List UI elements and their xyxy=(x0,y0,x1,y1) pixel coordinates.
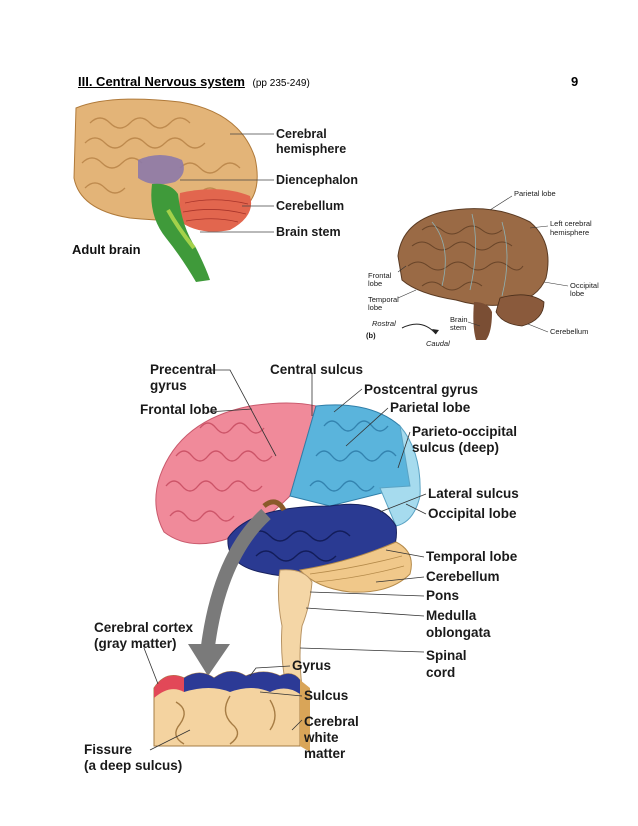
label-temporal-photo: Temporal xyxy=(368,295,399,304)
label-cerebellum: Cerebellum xyxy=(276,199,344,213)
label-cerebral: Cerebral xyxy=(276,127,327,141)
label-medulla: Medulla xyxy=(426,608,477,623)
label-postcentral: Postcentral gyrus xyxy=(364,382,478,397)
cerebellum-lobes-shape xyxy=(299,541,412,593)
cerebellum-shape xyxy=(178,189,252,232)
label-deep-sulcus: (a deep sulcus) xyxy=(84,758,182,773)
label-spinal: Spinal xyxy=(426,648,467,663)
label-pons: Pons xyxy=(426,588,459,603)
label-sulcus: Sulcus xyxy=(304,688,348,703)
label-oblongata: oblongata xyxy=(426,625,491,640)
label-fissure: Fissure xyxy=(84,742,133,757)
label-left-cerebral: Left cerebral xyxy=(550,219,592,228)
label-precentral: Precentral xyxy=(150,362,216,377)
page-number: 9 xyxy=(571,74,579,89)
section-title: III. Central Nervous system xyxy=(78,74,245,89)
page-range: (pp 235-249) xyxy=(252,78,310,89)
label-parieto-occipital: Parieto-occipital xyxy=(412,424,517,439)
label-white: white xyxy=(303,730,339,745)
label-cerebellum-lobes: Cerebellum xyxy=(426,569,500,584)
label-occipital-lobe: Occipital lobe xyxy=(428,506,517,521)
label-left-hemisphere: hemisphere xyxy=(550,228,589,237)
diencephalon-shape xyxy=(138,155,184,185)
label-brain-photo: Brain xyxy=(450,315,468,324)
label-temporal-photo-2: lobe xyxy=(368,303,382,312)
label-cerebellum-photo: Cerebellum xyxy=(550,327,588,336)
label-frontal-lobe: Frontal lobe xyxy=(140,402,218,417)
label-rostral: Rostral xyxy=(372,319,396,328)
label-occipital-photo: Occipital xyxy=(570,281,599,290)
label-matter: matter xyxy=(304,746,346,761)
page-header: III. Central Nervous system (pp 235-249) xyxy=(78,74,310,89)
brainstem-lobes-shape xyxy=(277,569,313,687)
zoom-arrow xyxy=(188,644,230,676)
label-caudal: Caudal xyxy=(426,339,450,348)
label-cerebral-cortex: Cerebral cortex xyxy=(94,620,194,635)
frontal-lobe-shape xyxy=(155,402,317,545)
brain-photo-shape xyxy=(397,208,549,306)
label-hemisphere: hemisphere xyxy=(276,142,346,156)
label-frontal-photo-2: lobe xyxy=(368,279,382,288)
label-gyrus: Gyrus xyxy=(292,658,331,673)
label-panel-b: (b) xyxy=(366,331,376,340)
label-parieto-sulcus: sulcus (deep) xyxy=(412,440,499,455)
label-precentral-gyrus: gyrus xyxy=(150,378,187,393)
label-cerebral-white: Cerebral xyxy=(304,714,359,729)
figure-brain-lobes: Precentral gyrus Frontal lobe Central su… xyxy=(84,362,519,773)
cortex-block xyxy=(153,671,310,752)
label-central-sulcus: Central sulcus xyxy=(270,362,363,377)
label-temporal-lobe: Temporal lobe xyxy=(426,549,518,564)
caption-adult-brain: Adult brain xyxy=(72,242,141,257)
figure-adult-brain: Cerebral hemisphere Diencephalon Cerebel… xyxy=(72,98,358,282)
label-brain-stem: Brain stem xyxy=(276,225,341,239)
label-diencephalon: Diencephalon xyxy=(276,173,358,187)
label-lateral-sulcus: Lateral sulcus xyxy=(428,486,519,501)
label-gray-matter: (gray matter) xyxy=(94,636,177,651)
label-parietal-lobe: Parietal lobe xyxy=(390,400,471,415)
figure-brain-photo: Parietal lobe Left cerebral hemisphere F… xyxy=(366,189,599,348)
label-parietal-photo: Parietal lobe xyxy=(514,189,556,198)
label-stem-photo: stem xyxy=(450,323,466,332)
label-frontal-photo: Frontal xyxy=(368,271,392,280)
label-cord: cord xyxy=(426,665,455,680)
label-occipital-photo-2: lobe xyxy=(570,289,584,298)
